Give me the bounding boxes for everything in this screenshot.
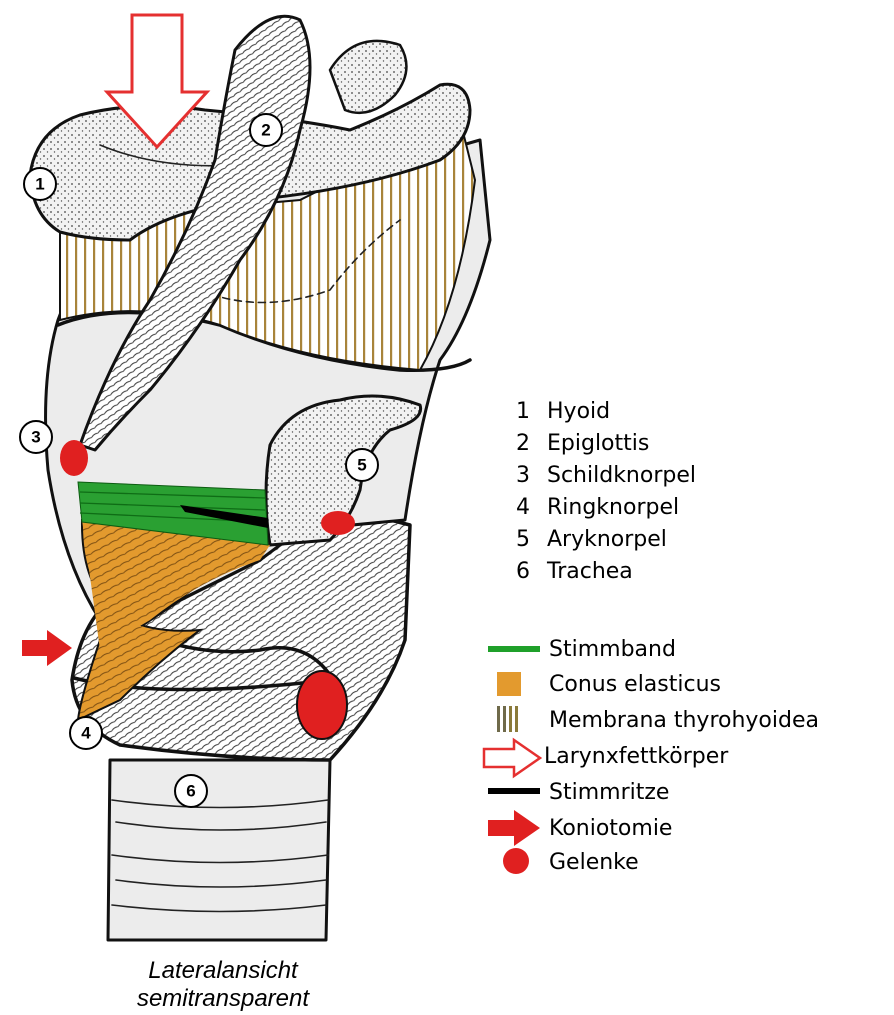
legend-vertical-stripes-icon	[497, 706, 518, 732]
svg-text:5: 5	[357, 456, 366, 475]
structure-label: Trachea	[546, 559, 633, 584]
structure-label: Aryknorpel	[547, 527, 667, 552]
trachea	[108, 760, 330, 940]
koniotomie-arrow	[22, 630, 72, 666]
structure-num: 3	[516, 463, 530, 488]
legend-label: Koniotomie	[549, 816, 672, 841]
svg-text:3: 3	[31, 428, 40, 447]
joint-arytenoid	[321, 511, 355, 535]
marker-6: 6	[175, 775, 207, 807]
structure-num: 2	[516, 431, 530, 456]
marker-3: 3	[20, 421, 52, 453]
marker-2: 2	[250, 114, 282, 146]
svg-text:6: 6	[186, 782, 195, 801]
joint-thyroid	[60, 440, 88, 476]
marker-4: 4	[70, 717, 102, 749]
structure-list: 1 Hyoid 2 Epiglottis 3 Schildknorpel 4 R…	[516, 399, 696, 584]
svg-text:2: 2	[261, 121, 270, 140]
caption-line-1: Lateralansicht	[148, 957, 299, 984]
legend-label: Stimmband	[549, 637, 676, 662]
legend-green-line-icon	[488, 646, 540, 652]
structure-num: 5	[516, 527, 530, 552]
svg-text:1: 1	[35, 175, 44, 194]
legend-black-line-icon	[488, 788, 540, 794]
legend-label: Gelenke	[549, 850, 639, 875]
legend-red-arrow-icon	[488, 810, 540, 846]
legend-orange-square-icon	[497, 672, 521, 696]
structure-num: 1	[516, 399, 530, 424]
structure-label: Ringknorpel	[547, 495, 679, 520]
legend: Stimmband Conus elasticus Membrana thyro…	[484, 637, 819, 875]
caption-line-2: semitransparent	[137, 985, 310, 1012]
legend-red-dot-icon	[503, 848, 529, 874]
structure-label: Hyoid	[547, 399, 610, 424]
legend-label: Membrana thyrohyoidea	[549, 708, 819, 733]
legend-hollow-arrow-icon	[484, 740, 540, 776]
legend-label: Conus elasticus	[549, 672, 721, 697]
structure-label: Schildknorpel	[547, 463, 696, 488]
marker-1: 1	[24, 168, 56, 200]
structure-num: 4	[516, 495, 530, 520]
structure-label: Epiglottis	[547, 431, 649, 456]
legend-label: Larynxfettkörper	[544, 744, 729, 769]
svg-text:4: 4	[81, 724, 91, 743]
structure-num: 6	[516, 559, 530, 584]
joint-cricothyroid	[297, 671, 347, 739]
marker-5: 5	[346, 449, 378, 481]
legend-label: Stimmritze	[549, 780, 669, 805]
